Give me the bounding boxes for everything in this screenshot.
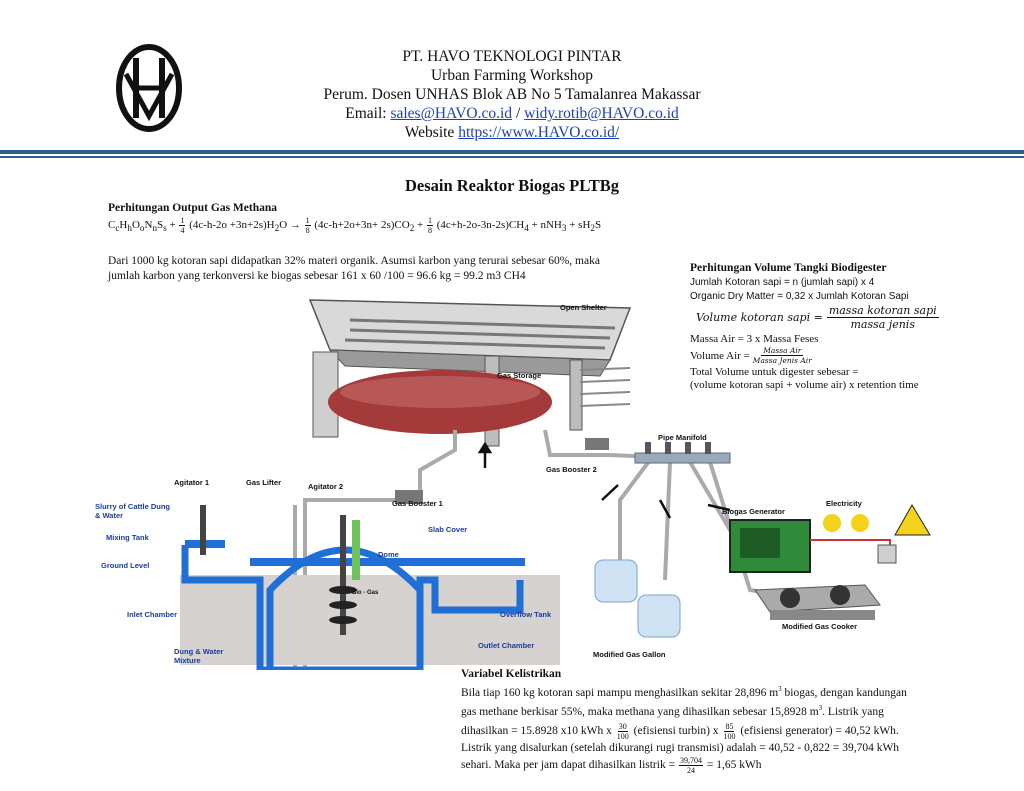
label-open-shelter: Open Shelter	[560, 303, 607, 312]
volume-formula-lhs: Volume kotoran sapi =	[696, 311, 823, 324]
air-formula: Volume Air = Massa Air Massa Jenis Air	[690, 346, 990, 365]
electrical-line-3b: (efisiensi turbin) x	[633, 724, 719, 737]
fraction-turbin-num: 30	[617, 721, 628, 732]
label-biogas-generator: Biogas Generator	[722, 507, 785, 516]
electrical-line-1b: biogas, dengan kandungan	[781, 686, 907, 699]
label-agitator-1: Agitator 1	[174, 478, 210, 487]
label-modified-gas-gallon: Modified Gas Gallon	[593, 650, 666, 659]
label-bio-gas: Bio - Gas	[352, 590, 379, 596]
label-modified-gas-cooker: Modified Gas Cooker	[782, 622, 858, 631]
workshop-name: Urban Farming Workshop	[430, 67, 594, 84]
methane-paragraph: Dari 1000 kg kotoran sapi didapatkan 32%…	[108, 254, 668, 284]
label-dome: Dome	[378, 550, 399, 559]
volume-fraction-num: massa kotoran sapi	[826, 304, 939, 318]
label-mixing-tank: Mixing Tank	[106, 533, 149, 542]
electrical-line-2b: . Listrik yang	[822, 705, 884, 718]
label-ground-level: Ground Level	[101, 561, 150, 570]
fraction-turbin-den: 100	[616, 731, 629, 741]
label-gas-booster-1: Gas Booster 1	[392, 499, 443, 508]
electrical-line-1: Bila tiap 160 kg kotoran sapi mampu meng…	[461, 685, 907, 699]
biogas-diagram	[180, 299, 931, 670]
digester-illustration	[180, 505, 560, 670]
generator-illustration	[729, 504, 931, 573]
volume-line-7: (volume kotoran sapi + volume air) x ret…	[690, 379, 919, 391]
electrical-line-1a: Bila tiap 160 kg kotoran sapi mampu meng…	[461, 686, 779, 699]
label-gas-lifter: Gas Lifter	[246, 478, 282, 487]
label-agitator-2: Agitator 2	[308, 482, 344, 491]
header-divider-thick	[0, 150, 1024, 154]
electrical-line-2a: gas methane berkisar 55%, maka methana y…	[461, 705, 819, 718]
electrical-line-5b: = 1,65 kWh	[706, 758, 762, 771]
label-gas-booster-2: Gas Booster 2	[546, 465, 597, 474]
air-fraction-num: Massa Air	[761, 346, 804, 356]
volume-fraction-den: massa jenis	[850, 318, 915, 331]
document-title: Desain Reaktor Biogas PLTBg	[404, 176, 620, 195]
volume-line-6: Total Volume untuk digester sebesar =	[690, 366, 859, 378]
email-link-widy[interactable]: widy.rotib@HAVO.co.id	[524, 105, 679, 122]
electrical-line-2: gas methane berkisar 55%, maka methana y…	[461, 703, 884, 718]
electrical-section: Variabel Kelistrikan Bila tiap 160 kg ko…	[461, 667, 968, 775]
volume-heading: Perhitungan Volume Tangki Biodigester	[690, 262, 887, 274]
website-link[interactable]: https://www.HAVO.co.id/	[458, 124, 620, 141]
electrical-line-4: Listrik yang disalurkan (setelah dikuran…	[461, 741, 900, 754]
email-line: Email: sales@HAVO.co.id / widy.rotib@HAV…	[0, 104, 1024, 123]
fraction-per-hour-num: 39,704	[678, 755, 703, 766]
label-outlet-chamber: Outlet Chamber	[478, 641, 535, 650]
electrical-line-5: sehari. Maka per jam dapat dihasilkan li…	[461, 756, 968, 775]
electrical-heading: Variabel Kelistrikan	[461, 668, 562, 680]
air-fraction: Massa Air Massa Jenis Air	[753, 346, 812, 365]
gas-cooker-illustration	[754, 584, 881, 620]
label-gas-storage: Gas Storage	[497, 371, 542, 380]
company-address: Perum. Dosen UNHAS Blok AB No 5 Tamalanr…	[323, 86, 701, 103]
volume-formula: Volume kotoran sapi = massa kotoran sapi…	[690, 304, 990, 331]
methane-line-2: jumlah karbon yang terkonversi ke biogas…	[108, 270, 526, 282]
fraction-per-hour-den: 24	[686, 765, 695, 775]
electrical-line-3a: dihasilkan = 15.8928 x10 kWh x	[461, 724, 612, 737]
label-pipe-manifold: Pipe Manifold	[658, 433, 707, 442]
fraction-generator-num: 85	[724, 721, 735, 732]
methane-line-1: Dari 1000 kg kotoran sapi didapatkan 32%…	[108, 255, 600, 267]
label-slurry: Slurry of Cattle Dung & Water	[95, 502, 171, 520]
website-line: Website https://www.HAVO.co.id/	[0, 123, 1024, 142]
air-fraction-den: Massa Jenis Air	[752, 356, 812, 365]
header-divider-thin	[0, 156, 1024, 158]
label-inlet-chamber: Inlet Chamber	[127, 610, 178, 619]
volume-line-4: Massa Air = 3 x Massa Feses	[690, 333, 819, 345]
methane-heading: Perhitungan Output Gas Methana	[108, 202, 278, 214]
gas-gallons-illustration	[594, 559, 681, 638]
volume-line-2: Organic Dry Matter = 0,32 x Jumlah Kotor…	[690, 291, 909, 302]
volume-line-1: Jumlah Kotoran sapi = n (jumlah sapi) x …	[690, 277, 875, 288]
website-label: Website	[404, 124, 459, 141]
fraction-generator-den: 100	[723, 731, 736, 741]
company-name: PT. HAVO TEKNOLOGI PINTAR	[402, 48, 622, 65]
email-label: Email:	[345, 105, 391, 122]
label-slab-cover: Slab Cover	[428, 525, 468, 534]
label-electricity: Electricity	[826, 499, 862, 508]
electrical-line-3c: (efisiensi generator) = 40,52 kWh.	[740, 724, 899, 737]
label-overflow-tank: Overflow Tank	[500, 610, 552, 619]
volume-fraction: massa kotoran sapi massa jenis	[826, 304, 939, 331]
email-separator: /	[512, 105, 525, 122]
volume-section: Perhitungan Volume Tangki Biodigester Ju…	[690, 262, 990, 391]
email-link-sales[interactable]: sales@HAVO.co.id	[390, 105, 513, 122]
open-shelter-illustration	[308, 299, 632, 447]
label-dung-water: Dung & Water Mixture	[174, 647, 224, 665]
company-logo	[116, 44, 182, 132]
electrical-line-5a: sehari. Maka per jam dapat dihasilkan li…	[461, 758, 676, 771]
air-formula-lhs: Volume Air =	[690, 349, 750, 362]
